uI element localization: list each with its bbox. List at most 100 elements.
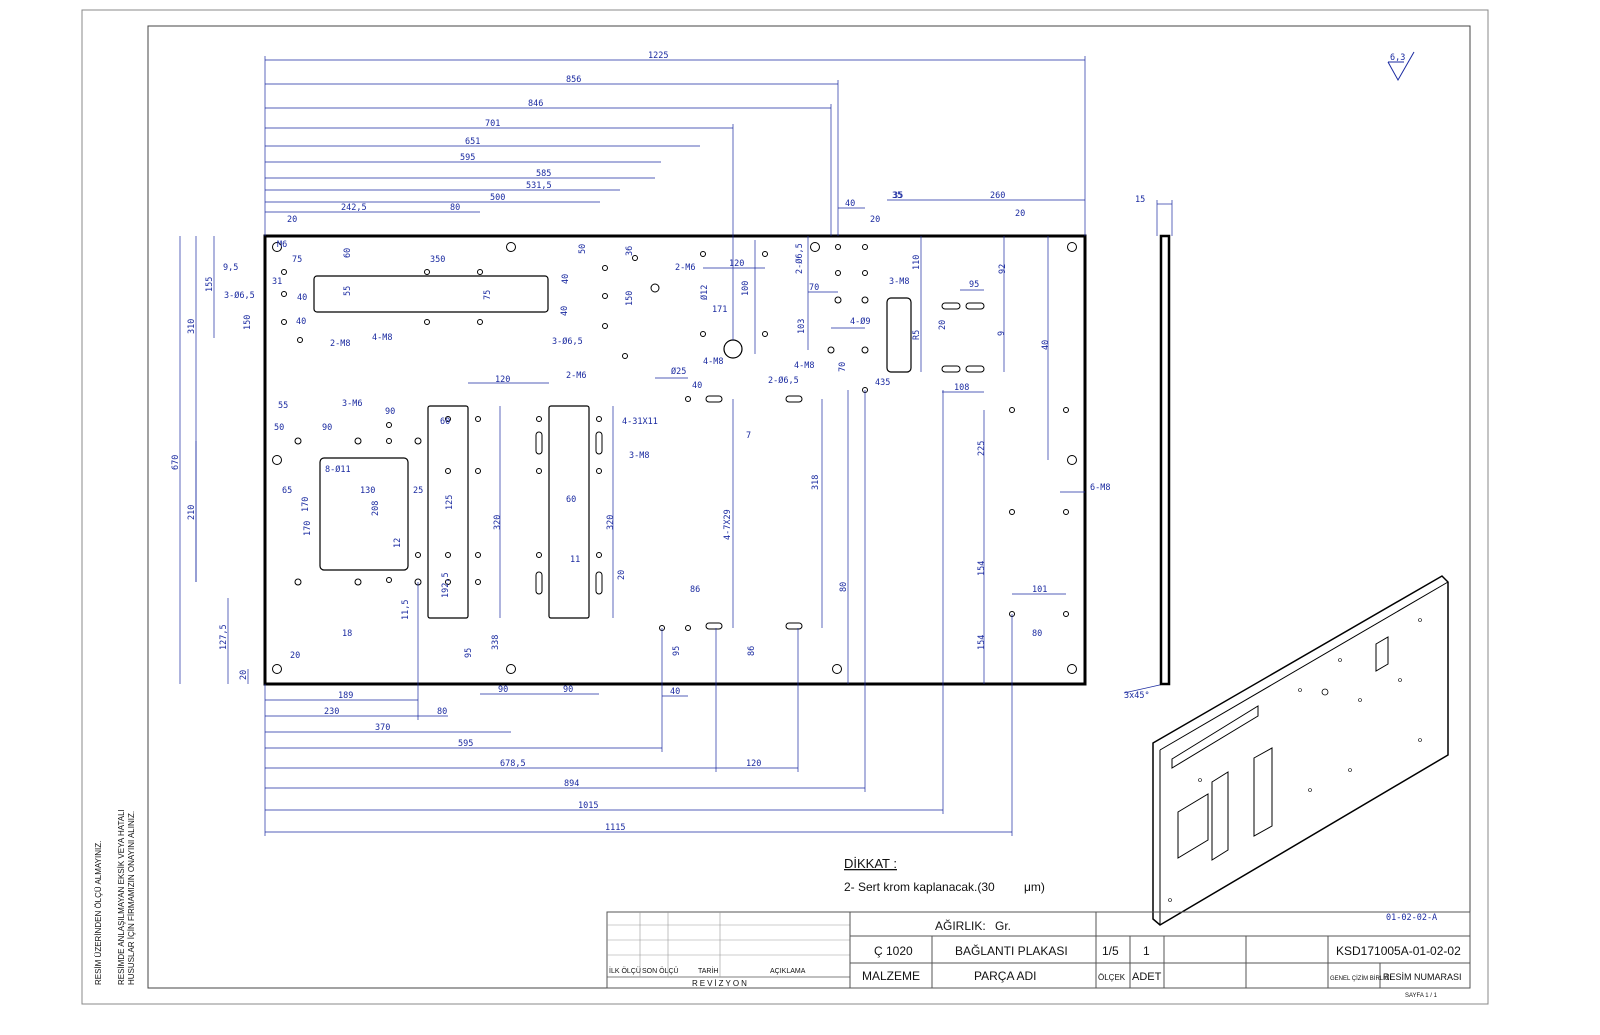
left-dimension: 150	[243, 315, 253, 330]
inner-dimension: 192,5	[441, 572, 451, 598]
bottom-dimension: 1115	[605, 823, 625, 833]
weight-label: AĞIRLIK:	[935, 918, 986, 933]
left-dimension: 210	[187, 505, 197, 520]
rev-col-date: TARİH	[698, 966, 718, 975]
scale-label: ÖLÇEK	[1098, 973, 1126, 982]
bottom-small-dimension: 120	[746, 759, 761, 769]
side-thickness-dim: 15	[1135, 195, 1145, 205]
hole-25	[723, 339, 743, 359]
inner-dimension: 50	[578, 244, 588, 254]
part-code: 01-02-02-A	[1386, 913, 1437, 923]
inner-dimension: 90	[322, 423, 332, 433]
top-dimension: 20	[870, 215, 880, 225]
inner-dimension: 2-Ø6,5	[794, 243, 805, 274]
inner-dimension: 103	[797, 319, 807, 334]
rev-col-last-measure: SON ÖLÇÜ	[642, 967, 679, 975]
inner-dimension: 7	[746, 431, 751, 441]
inner-dimension: 130	[360, 486, 375, 496]
left-dimension: 75	[292, 255, 302, 265]
bottom-dimension: 678,5	[500, 759, 526, 769]
surface-finish-value: 6,3	[1390, 53, 1405, 63]
left-dimension: 9,5	[223, 263, 238, 273]
left-dimension: 40	[296, 317, 306, 327]
left-dimension: 310	[187, 319, 197, 334]
scale-value: 1/5	[1102, 944, 1119, 958]
inner-dimension: 208	[371, 501, 381, 516]
inner-dimension: 75	[483, 290, 493, 300]
inner-dimension: 110	[912, 255, 922, 270]
left-dimension: 60	[343, 248, 353, 258]
inner-dimension: Ø12	[699, 285, 710, 300]
inner-dimension: 11	[570, 555, 580, 565]
inner-dimension: 3-M8	[889, 277, 909, 287]
inner-dimension: 65	[282, 486, 292, 496]
inner-dimension: 120	[495, 375, 510, 385]
inner-dimension: 18	[342, 629, 352, 639]
note-title: DİKKAT :	[844, 856, 897, 871]
oblong-slots	[535, 302, 985, 630]
note-unit: μm)	[1024, 880, 1045, 894]
note-line: 2- Sert krom kaplanacak.(30	[844, 880, 995, 894]
inner-dimension: 435	[875, 378, 890, 388]
side-chamfer-dim: 3x45°	[1124, 691, 1150, 701]
inner-dimension: 170	[301, 497, 311, 512]
inner-dimension: 350	[430, 255, 445, 265]
inner-dimension: 80	[1032, 629, 1042, 639]
side-note-3: HUSUSLAR İÇİN FİRMAMIZIN ONAYINI ALINIZ.	[127, 811, 136, 985]
inner-dimension: 40	[561, 274, 571, 284]
inner-dimension: 86	[690, 585, 700, 595]
left-dimension: 31	[272, 277, 282, 287]
bottom-dimension: 230	[324, 707, 339, 717]
side-note-2: RESİMDE ANLAŞILMAYAN EKSİK VEYA HATALI	[117, 809, 126, 985]
material-label: MALZEME	[862, 969, 920, 983]
bottom-small-dimension: 90	[498, 685, 508, 695]
inner-dimension: 70	[838, 362, 848, 372]
inner-dimension: 11,5	[401, 600, 411, 620]
inner-dimension: 92	[998, 264, 1008, 274]
r5-pocket	[886, 297, 912, 373]
bottom-dimension: 894	[564, 779, 579, 789]
inner-dimension: 4-M8	[794, 361, 814, 371]
inner-dimension: 4-7X29	[723, 509, 733, 540]
inner-dimension: 80	[839, 582, 849, 592]
inner-dimension: 40	[560, 306, 570, 316]
vertical-slot-left	[427, 405, 469, 619]
surface-finish-symbol: 6,3	[1387, 51, 1415, 82]
inner-dimension: 20	[1015, 209, 1025, 219]
top-dimension: 701	[485, 119, 500, 129]
sheet-number: SAYFA 1 / 1	[1405, 993, 1438, 999]
left-dimension: 20	[290, 651, 300, 661]
outer-border	[81, 9, 1489, 1005]
inner-dimension: 4-M8	[703, 357, 723, 367]
title-block	[606, 911, 1471, 989]
inner-dimension: 125	[445, 495, 455, 510]
left-dimension: 127,5	[219, 624, 229, 650]
quantity-value: 1	[1143, 944, 1150, 958]
inner-dimension: 171	[712, 305, 727, 315]
left-dimension: 40	[297, 293, 307, 303]
bottom-small-dimension: 80	[437, 707, 447, 717]
dimension-lines	[179, 56, 1173, 836]
drawing-number-label: RESİM NUMARASI	[1383, 972, 1462, 982]
bottom-small-dimension: 90	[563, 685, 573, 695]
top-dimension: 242,5	[341, 203, 367, 213]
inner-dimension: 3-M6	[342, 399, 362, 409]
part-name-label: PARÇA ADI	[974, 969, 1036, 983]
inner-dimension: M6	[277, 240, 287, 250]
inner-dimension: 154	[977, 561, 987, 576]
inner-border	[147, 25, 1471, 989]
rect-window-cutout	[319, 457, 409, 571]
top-dimension: 500	[490, 193, 505, 203]
inner-dimension: 320	[493, 515, 503, 530]
plate-outline	[263, 234, 1087, 686]
top-dimension: 35	[893, 191, 903, 201]
top-dimension: 40	[845, 199, 855, 209]
inner-dimension: 4-Ø9	[850, 316, 870, 327]
inner-dimension: 4-M8	[372, 333, 392, 343]
top-dimension: 595	[460, 153, 475, 163]
inner-dimension: 6-M8	[1090, 483, 1110, 493]
inner-dimension: 95	[464, 648, 474, 658]
material-value: Ç 1020	[874, 944, 913, 958]
inner-dimension: 101	[1032, 585, 1047, 595]
